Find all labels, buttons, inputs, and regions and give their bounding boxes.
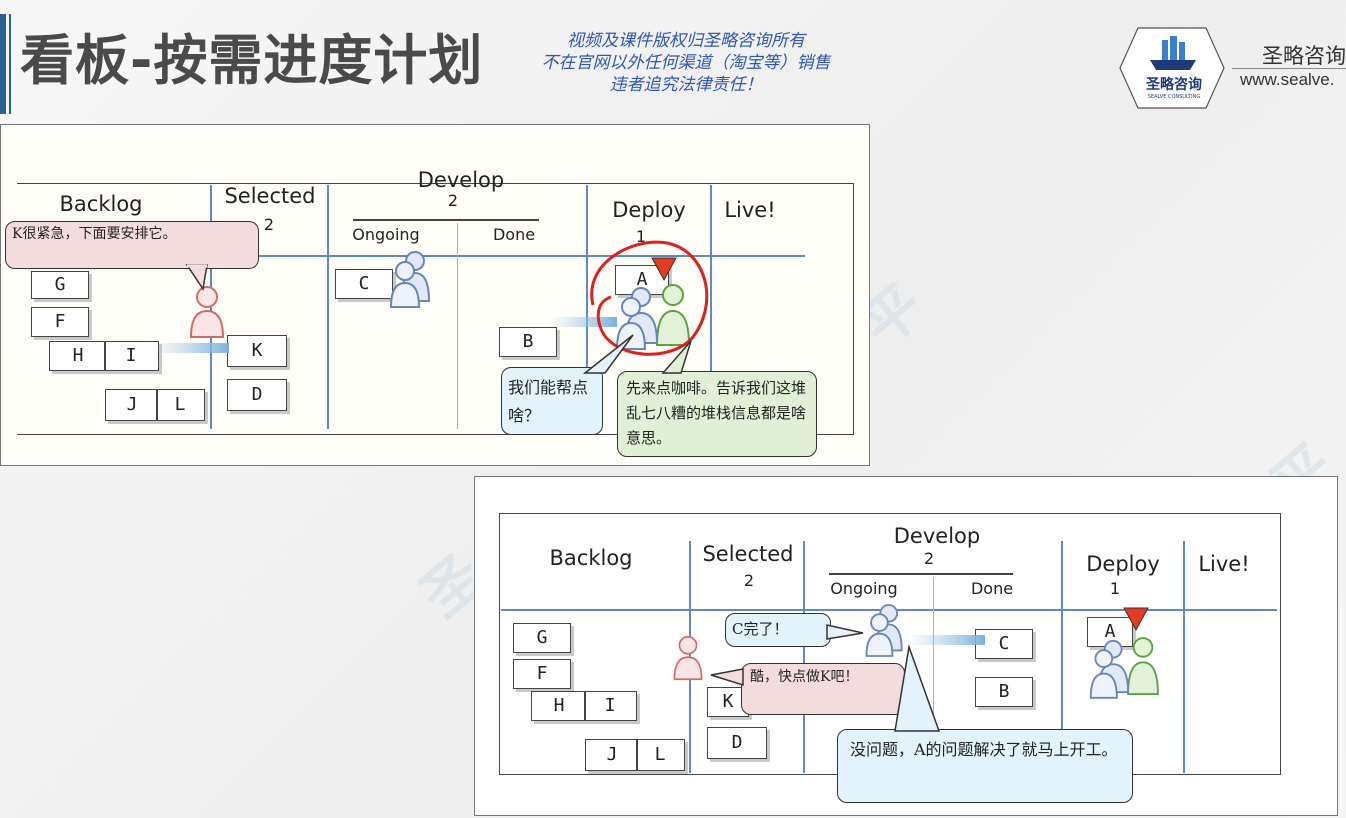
kanban-board-1: Backlog Selected 2 Develop 2 Ongoing Don… [0, 124, 870, 466]
wip-limit-marker-icon [1123, 607, 1149, 632]
bubble-tail [582, 334, 634, 374]
column-header-done: Done [492, 225, 536, 244]
title-accent-bar-thin [9, 14, 11, 114]
column-header-deploy: Deploy [1086, 552, 1160, 576]
column-header-ongoing: Ongoing [830, 579, 898, 598]
person-icon [673, 635, 703, 681]
column-header-done: Done [970, 579, 1014, 598]
wip-limit-deploy: 1 [635, 227, 647, 246]
column-header-backlog: Backlog [59, 192, 143, 216]
bubble-tail [894, 644, 941, 732]
speech-bubble-c-done: C完了！ [725, 613, 831, 647]
column-divider [327, 185, 329, 429]
copyright-line-3: 违者追究法律责任！ [609, 75, 763, 95]
speech-bubble-cool: 酷，快点做K吧！ [741, 663, 905, 715]
task-card-b: B [499, 327, 557, 357]
logo-ship-icon [1119, 27, 1225, 109]
task-card-j: J [126, 394, 138, 415]
person-icon [189, 286, 225, 338]
column-divider [803, 541, 805, 773]
develop-subheader-line [353, 219, 539, 221]
task-card-b: B [975, 677, 1033, 707]
column-header-develop: Develop [893, 524, 981, 548]
task-card-d: D [707, 727, 767, 759]
develop-subheader-line [829, 573, 1013, 575]
task-card-h: H [72, 345, 84, 366]
bubble-tail [710, 668, 744, 687]
task-card-j: J [606, 744, 618, 765]
copyright-notice: 视频及课件版权归圣略咨询所有 不在官网以外任何渠道（淘宝等）销售 违者追究法律责… [496, 30, 876, 96]
person-group-icon [615, 284, 691, 350]
bubble-tail [185, 264, 208, 291]
person-group-icon [389, 251, 431, 308]
speech-bubble-can-help: 我们能帮点啥？ [501, 367, 603, 435]
wip-limit-selected: 2 [263, 215, 275, 234]
column-header-develop: Develop [417, 168, 505, 192]
column-header-live: Live! [1198, 552, 1250, 576]
task-card-a: A [1087, 617, 1133, 647]
task-card-g: G [513, 623, 571, 653]
slide-title: 看板-按需进度计划 [20, 29, 484, 92]
wip-limit-develop: 2 [923, 549, 935, 568]
title-accent-bar [0, 14, 6, 114]
column-header-deploy: Deploy [612, 198, 686, 222]
column-divider [1183, 541, 1185, 773]
wip-limit-deploy: 1 [1109, 579, 1121, 598]
task-card-c: C [335, 269, 393, 299]
task-card-l: L [174, 394, 186, 415]
column-divider [1061, 541, 1063, 773]
wip-limit-develop: 2 [447, 191, 459, 210]
logo-text: 圣略咨询 [1146, 77, 1202, 93]
copyright-line-2: 不在官网以外任何渠道（淘宝等）销售 [541, 53, 831, 73]
column-divider [457, 223, 458, 429]
copyright-line-1: 视频及课件版权归圣略咨询所有 [567, 31, 805, 51]
card-separator [104, 342, 106, 370]
company-divider [1232, 68, 1346, 69]
card-separator [156, 390, 158, 420]
wip-limit-marker-icon [651, 257, 677, 282]
task-card-g: G [31, 271, 89, 299]
task-card-i: I [125, 345, 137, 366]
task-card-l: L [654, 744, 666, 765]
speech-bubble-coffee: 先来点咖啡。告诉我们这堆乱七八糟的堆栈信息都是啥意思。 [617, 371, 817, 457]
task-card-f: F [31, 307, 89, 337]
task-card-h: H [553, 695, 565, 716]
card-separator [636, 740, 638, 770]
speech-bubble-no-problem: 没问题，A的问题解决了就马上开工。 [837, 729, 1133, 803]
motion-streak [549, 317, 617, 327]
task-card-i: I [604, 695, 616, 716]
column-header-selected: Selected [702, 542, 794, 566]
person-group-icon [1089, 637, 1159, 699]
bubble-tail [826, 624, 864, 640]
task-card-k: K [227, 335, 287, 367]
column-header-ongoing: Ongoing [352, 225, 420, 244]
card-separator [584, 692, 586, 720]
highlight-circle [590, 240, 709, 356]
bubble-tail [661, 340, 692, 374]
person-group-icon [865, 604, 903, 657]
wip-limit-selected: 2 [743, 571, 755, 590]
column-divider [586, 185, 588, 429]
task-card-f: F [513, 659, 571, 689]
column-divider [933, 577, 934, 773]
company-name: 圣略咨询 [1262, 44, 1346, 68]
kanban-board-2: Backlog Selected 2 Develop 2 Ongoing Don… [474, 476, 1338, 816]
column-divider [710, 185, 712, 429]
column-header-selected: Selected [224, 184, 316, 208]
company-url: www.sealve. [1240, 70, 1335, 89]
board-frame [17, 183, 854, 435]
logo-subtext: SEALVE CONSULTING [1147, 94, 1201, 100]
task-card-d: D [227, 379, 287, 411]
speech-bubble-k-urgent: K很紧急，下面要安排它。 [5, 221, 259, 269]
column-header-live: Live! [724, 198, 776, 222]
motion-streak [151, 343, 229, 353]
column-header-backlog: Backlog [549, 546, 633, 570]
motion-streak [907, 635, 985, 645]
